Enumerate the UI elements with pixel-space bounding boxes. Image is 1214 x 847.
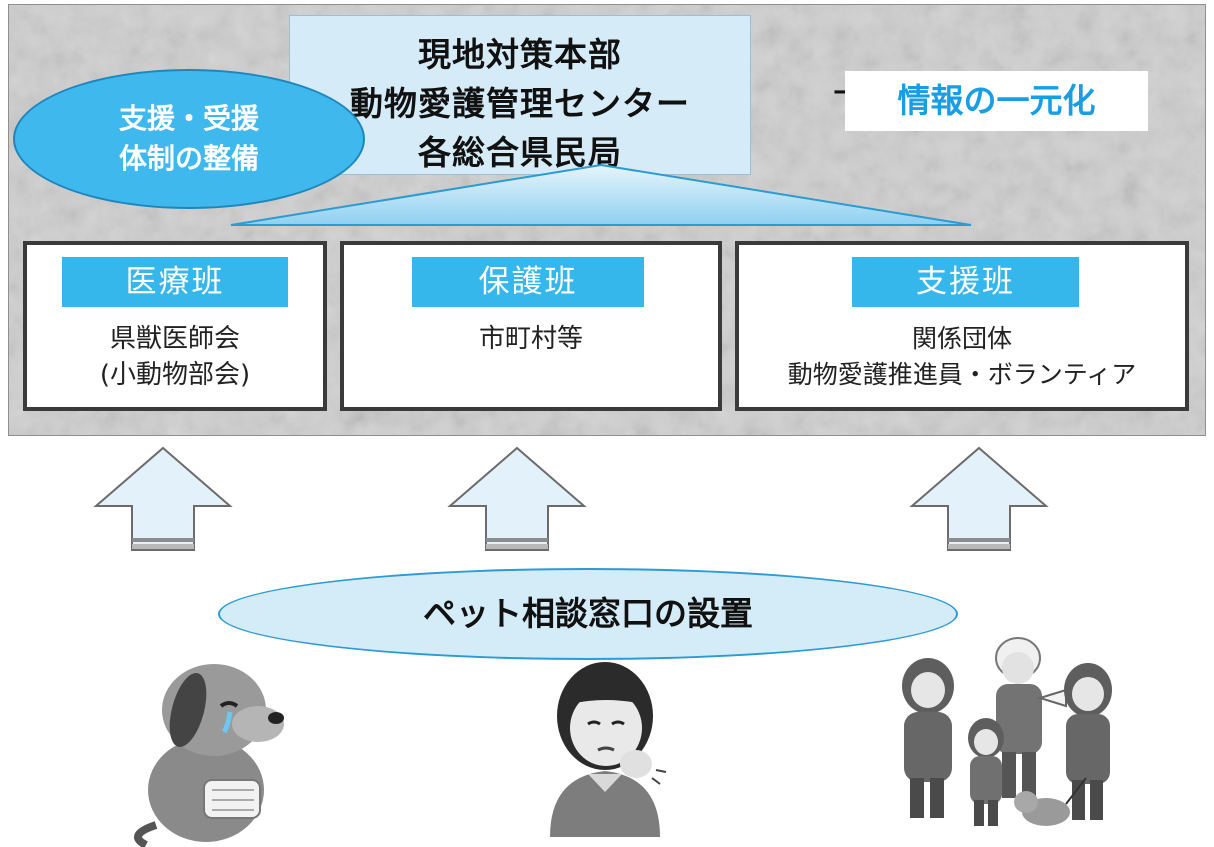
team-medical-line1: 県獣医師会 (109, 324, 240, 354)
team-protection: 保護班 市町村等 (340, 241, 722, 411)
team-protection-line1: 市町村等 (478, 324, 583, 354)
worried-person-illustration (550, 662, 667, 837)
support-oval-line2: 体制の整備 (118, 142, 259, 175)
team-medical-title: 医療班 (62, 257, 288, 307)
team-support-text: 関係団体 動物愛護推進員・ボランティア (739, 321, 1185, 393)
support-oval-line1: 支援・受援 (118, 102, 259, 135)
team-medical-line2: (小動物部会) (99, 360, 251, 390)
team-medical: 医療班 県獣医師会 (小動物部会) (23, 241, 327, 411)
connector-triangle (230, 163, 972, 226)
up-arrow-center (447, 446, 587, 551)
up-arrow-left (93, 446, 233, 551)
up-arrow-right (909, 446, 1049, 551)
evacuating-people-illustration (902, 637, 1112, 826)
unify-info-label: 情報の一元化 (845, 71, 1148, 131)
team-protection-text: 市町村等 (344, 321, 718, 357)
hq-title-line1: 現地対策本部 (418, 35, 622, 74)
team-support-line2: 動物愛護推進員・ボランティア (787, 360, 1137, 389)
injured-dog-illustration (134, 664, 284, 847)
hq-title-line3: 各総合県民局 (418, 133, 622, 172)
headquarters-panel: 現地対策本部 動物愛護管理センター 各総合県民局 → 情報の一元化 支援・受援 … (8, 4, 1206, 436)
support-system-oval: 支援・受援 体制の整備 (13, 69, 365, 209)
team-support-title: 支援班 (852, 257, 1079, 307)
pet-consultation-oval: ペット相談窓口の設置 (218, 568, 958, 660)
team-medical-text: 県獣医師会 (小動物部会) (27, 321, 323, 393)
team-support-line1: 関係団体 (911, 324, 1012, 353)
hq-title-line2: 動物愛護管理センター (350, 84, 690, 123)
team-protection-title: 保護班 (412, 257, 644, 307)
headquarters-box: 現地対策本部 動物愛護管理センター 各総合県民局 (289, 15, 751, 175)
team-support: 支援班 関係団体 動物愛護推進員・ボランティア (735, 241, 1189, 411)
